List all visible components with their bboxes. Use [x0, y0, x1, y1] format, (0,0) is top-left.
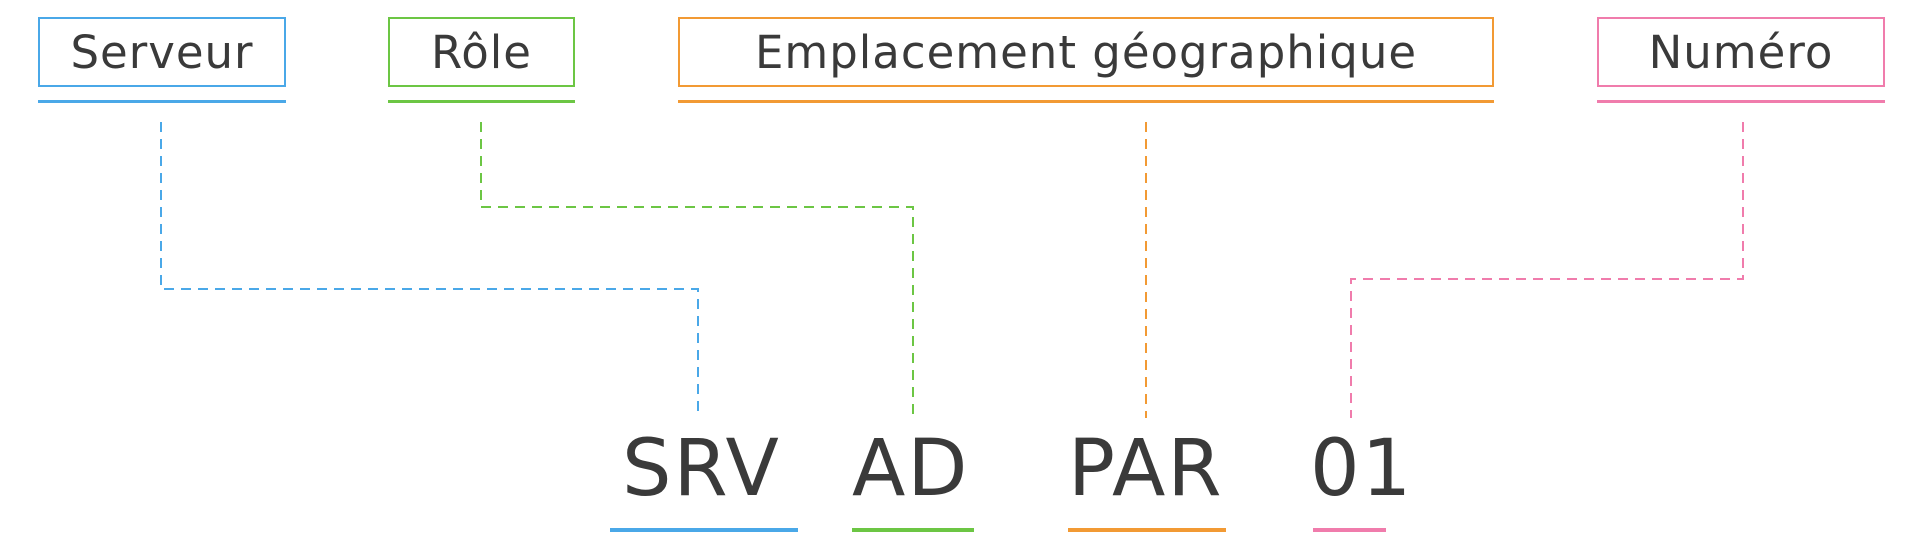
code-underline-role: [852, 528, 974, 532]
code-underline-numero: [1313, 528, 1386, 532]
connector-serveur: [160, 122, 699, 418]
connector-role: [480, 122, 914, 418]
code-numero: 01: [1310, 424, 1414, 514]
connector-numero: [1350, 122, 1744, 418]
code-serveur: SRV: [622, 424, 781, 514]
underline-role: [388, 100, 575, 103]
label-serveur: Serveur: [38, 17, 286, 87]
code-emplacement: PAR: [1068, 424, 1224, 514]
underline-serveur: [38, 100, 286, 103]
underline-emplacement: [678, 100, 1494, 103]
label-role: Rôle: [388, 17, 575, 87]
code-underline-serveur: [610, 528, 798, 532]
underline-numero: [1597, 100, 1885, 103]
label-numero: Numéro: [1597, 17, 1885, 87]
label-emplacement: Emplacement géographique: [678, 17, 1494, 87]
code-role: AD: [852, 424, 970, 514]
code-underline-emplacement: [1068, 528, 1226, 532]
